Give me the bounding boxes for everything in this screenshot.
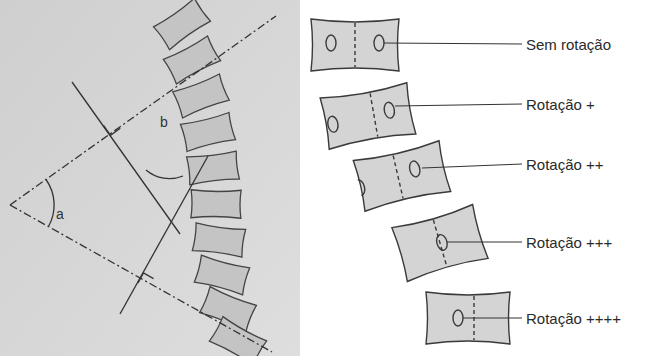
vertebra-rotation-3 bbox=[392, 205, 488, 282]
spine-vertebra bbox=[209, 317, 266, 356]
rotation-grade-label: Rotação ++ bbox=[526, 157, 604, 172]
rotation-grade-label: Rotação ++++ bbox=[526, 311, 621, 326]
lower-perpendicular bbox=[120, 156, 208, 314]
vertebra-rotation-2 bbox=[353, 141, 450, 211]
spine-vertebra bbox=[194, 255, 249, 295]
photo-ground bbox=[0, 0, 300, 356]
leader-line bbox=[395, 104, 522, 106]
leader-line bbox=[422, 164, 522, 168]
leader-line bbox=[447, 242, 522, 243]
leader-line bbox=[384, 43, 522, 44]
angle-b-arc bbox=[146, 170, 183, 179]
cobb-construction bbox=[10, 16, 276, 352]
spine-vertebra bbox=[180, 112, 235, 151]
vertebra-rotation-1 bbox=[320, 83, 416, 149]
leader-line bbox=[463, 318, 522, 319]
white-ground bbox=[300, 0, 660, 356]
spine-vertebra bbox=[173, 74, 230, 118]
rotation-vertebrae bbox=[311, 19, 510, 344]
angle-a-arc bbox=[46, 180, 54, 227]
rotation-grade-label: Rotação + bbox=[526, 97, 595, 112]
spine-vertebra bbox=[192, 223, 245, 257]
upper-endplate-line bbox=[10, 16, 276, 205]
angle-label: b bbox=[160, 115, 168, 129]
angle-label: a bbox=[56, 207, 64, 221]
spine-column bbox=[153, 0, 266, 356]
spine-vertebra bbox=[191, 190, 241, 218]
right-angle-mark bbox=[138, 273, 154, 283]
leader-lines bbox=[384, 43, 522, 318]
right-angle-mark bbox=[104, 126, 121, 136]
rotation-grade-label: Rotação +++ bbox=[526, 235, 612, 250]
vertebra-no-rotation bbox=[311, 19, 399, 71]
spine-vertebra bbox=[163, 36, 220, 84]
rotation-grade-label: Sem rotação bbox=[526, 37, 611, 52]
lower-endplate-line bbox=[10, 205, 272, 352]
upper-perpendicular bbox=[72, 82, 180, 234]
